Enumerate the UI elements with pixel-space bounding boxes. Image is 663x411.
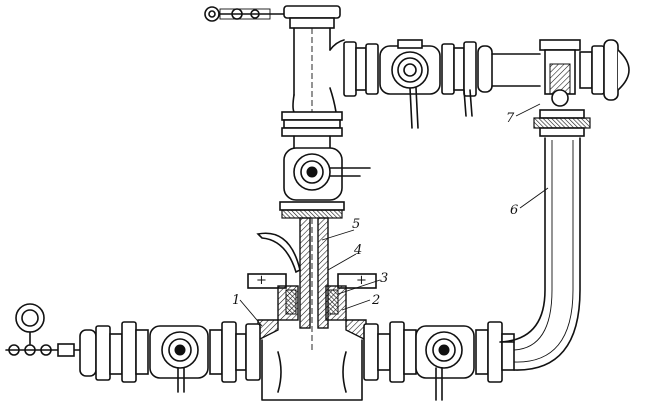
callout-2: 2 <box>371 293 380 308</box>
plus-right-mark: + <box>356 273 367 288</box>
wellhead-section: + + <box>247 217 377 401</box>
callout-3: 3 <box>380 271 388 286</box>
upper-horizontal-line <box>343 39 630 137</box>
callout-1: 1 <box>232 293 240 308</box>
callout-leaders <box>239 103 549 327</box>
lower-left-line <box>5 303 261 393</box>
middle-vertical-valve <box>279 135 371 219</box>
callout-5: 5 <box>352 217 360 232</box>
plus-left-mark: + <box>256 273 267 288</box>
bent-return-pipe <box>499 137 581 371</box>
callout-4: 4 <box>353 243 362 258</box>
lower-right-line <box>363 321 515 401</box>
upper-vertical-assembly <box>281 5 345 137</box>
callout-7: 7 <box>506 111 515 126</box>
callout-6: 6 <box>510 203 518 218</box>
top-handwheel <box>204 6 291 22</box>
